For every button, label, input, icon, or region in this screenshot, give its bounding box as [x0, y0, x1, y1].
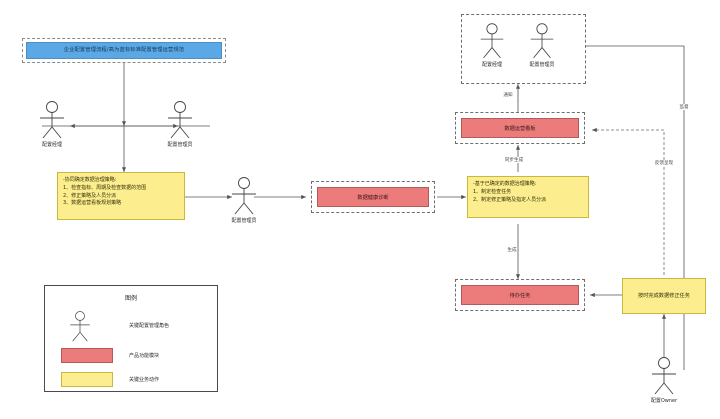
- edge-supervise: [586, 45, 685, 370]
- edge-feedback-dashed: [592, 127, 665, 275]
- actor-label: 配置管理员: [167, 142, 193, 148]
- actor-config-manager: 配置经理: [36, 100, 68, 148]
- data-health-check-wrapper: [311, 181, 435, 213]
- strategy-note-left: -协同确定数据治理策略: 1、检查指标、周期及检查数据的范围 2、修正策略及人员…: [57, 172, 185, 220]
- legend-box: 图例 关键配置管理角色 产品功能模块 关键业务动作: [44, 285, 218, 392]
- legend-label-action: 关键业务动作: [129, 377, 160, 383]
- legend-label-role: 关键配置管理角色: [129, 323, 170, 329]
- actor-label: 配置经理: [41, 142, 63, 148]
- data-ops-dashboard-module[interactable]: 数据运营看板: [461, 118, 579, 138]
- actor-label: 配置Owner: [650, 398, 678, 404]
- actor-group-config-admin: 配置管理员: [527, 22, 557, 68]
- actor-icon: [168, 101, 192, 139]
- note-item: 2、制定修正策略及指定人员分派: [473, 196, 547, 203]
- actor-label: 配置管理员: [231, 218, 257, 224]
- actor-icon: [530, 23, 554, 59]
- title-banner-wrapper: [22, 38, 226, 63]
- actor-label: 配置经理: [481, 62, 503, 68]
- edge-label-feedback: 反馈呈现: [653, 160, 675, 166]
- legend-actor-icon: [67, 310, 93, 343]
- note-item: 1、制定检查任务: [473, 188, 512, 195]
- data-health-check-module[interactable]: 数据健康诊断: [317, 187, 429, 207]
- legend-red-swatch: [61, 348, 113, 363]
- actor-config-admin: 配置管理员: [164, 100, 196, 148]
- edge-label-notify: 通知: [502, 92, 514, 98]
- note-heading: -基于已确定的数据治理策略:: [473, 181, 537, 187]
- actor-icon: [232, 177, 256, 215]
- note-item: 3、数据运营看板规划策略: [63, 200, 122, 207]
- edge-label-sync-generate: 同步生成: [503, 157, 525, 163]
- actor-icon: [70, 311, 90, 342]
- actor-icon: [40, 101, 64, 139]
- todo-tasks-wrapper: [455, 279, 585, 311]
- actor-config-owner: 配置Owner: [648, 356, 680, 404]
- note-item: 2、修正策略及人员分派: [63, 192, 117, 199]
- data-ops-dashboard-wrapper: [455, 112, 585, 144]
- legend-label-module: 产品功能模块: [129, 353, 160, 359]
- actor-icon: [480, 23, 504, 59]
- actor-icon: [652, 357, 676, 395]
- edge-label-supervise: 监督: [678, 104, 690, 110]
- note-heading: -协同确定数据治理策略:: [63, 177, 117, 183]
- strategy-note-right: -基于已确定的数据治理策略: 1、制定检查任务 2、制定修正策略及指定人员分派: [467, 176, 589, 218]
- legend-yellow-swatch: [61, 372, 113, 387]
- note-item: 1、检查指标、周期及检查数据的范围: [63, 184, 147, 191]
- actor-config-admin-mid: 配置管理员: [228, 176, 260, 224]
- actor-label: 配置管理员: [529, 62, 555, 68]
- todo-tasks-module[interactable]: 待办任务: [461, 285, 579, 305]
- on-time-fix-action: 按时完成数据修正任务: [622, 278, 706, 314]
- title-banner: 企业配置管理流程/高为蓝标标准配置管理运营规范: [26, 42, 222, 59]
- actor-group-config-manager: 配置经理: [477, 22, 507, 68]
- roles-group-wrapper: [461, 14, 586, 84]
- edge-label-generate: 生成: [506, 247, 518, 253]
- legend-title: 图例: [124, 295, 138, 302]
